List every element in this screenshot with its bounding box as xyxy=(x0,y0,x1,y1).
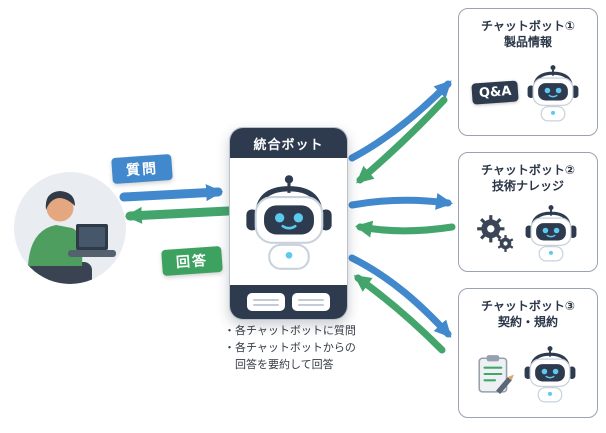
question-arrow-to-chatbot-3 xyxy=(348,254,452,338)
chatbot-3-subtitle: 契約・規約 xyxy=(497,315,558,330)
question-arrow-to-chatbot-2 xyxy=(348,193,454,210)
chat-bubble-icon xyxy=(247,293,285,311)
question-arrow-user-to-bot xyxy=(119,184,224,202)
note-line: 回答を要約して回答 xyxy=(224,358,334,372)
chatbot-2-icons xyxy=(459,194,597,271)
chatbot-card-2: チャットボット② 技術ナレッジ xyxy=(458,152,598,272)
answer-arrow-from-chatbot-1 xyxy=(356,96,448,184)
robot-icon xyxy=(522,62,584,124)
gears-icon xyxy=(477,214,514,252)
integration-notes: ・各チャットボットに質問 ・各チャットボットからの 回答を要約して回答 xyxy=(224,322,356,373)
chatbot-1-title: チャットボット① xyxy=(480,19,576,33)
robot-icon xyxy=(519,343,581,405)
integrated-bot-body xyxy=(230,158,347,285)
integrated-bot-title: 統合ボット xyxy=(230,128,347,158)
user-illustration xyxy=(10,168,130,288)
question-arrow-to-chatbot-1 xyxy=(348,80,452,162)
note-line: ・各チャットボットからの xyxy=(224,341,356,355)
chat-bubble-icon xyxy=(292,293,330,311)
chatbot-card-1: チャットボット① 製品情報 Q&A xyxy=(458,8,598,136)
answer-arrow-from-chatbot-2 xyxy=(354,220,456,238)
qa-badge: Q&A xyxy=(471,80,519,105)
integrated-bot-card: 統合ボット xyxy=(229,127,348,320)
integrated-bot-footer xyxy=(230,285,347,319)
chatbot-2-title: チャットボット② xyxy=(480,163,576,177)
answer-arrow-bot-to-user xyxy=(124,206,233,224)
answer-arrow-from-chatbot-3 xyxy=(353,274,446,354)
user-avatar-graphic xyxy=(14,172,126,284)
answer-label: 回答 xyxy=(161,245,223,277)
robot-icon xyxy=(237,170,341,274)
contract-checklist-icon xyxy=(478,354,514,394)
question-label: 質問 xyxy=(111,153,173,185)
robot-icon xyxy=(520,202,582,264)
chatbot-3-icons xyxy=(459,330,597,417)
chatbot-1-icons: Q&A xyxy=(459,50,597,135)
note-line: ・各チャットボットに質問 xyxy=(224,324,356,337)
chatbot-1-subtitle: 製品情報 xyxy=(503,35,552,50)
chatbot-3-title: チャットボット③ xyxy=(480,299,576,313)
chatbot-2-subtitle: 技術ナレッジ xyxy=(491,179,564,194)
chatbot-card-3: チャットボット③ 契約・規約 xyxy=(458,288,598,418)
